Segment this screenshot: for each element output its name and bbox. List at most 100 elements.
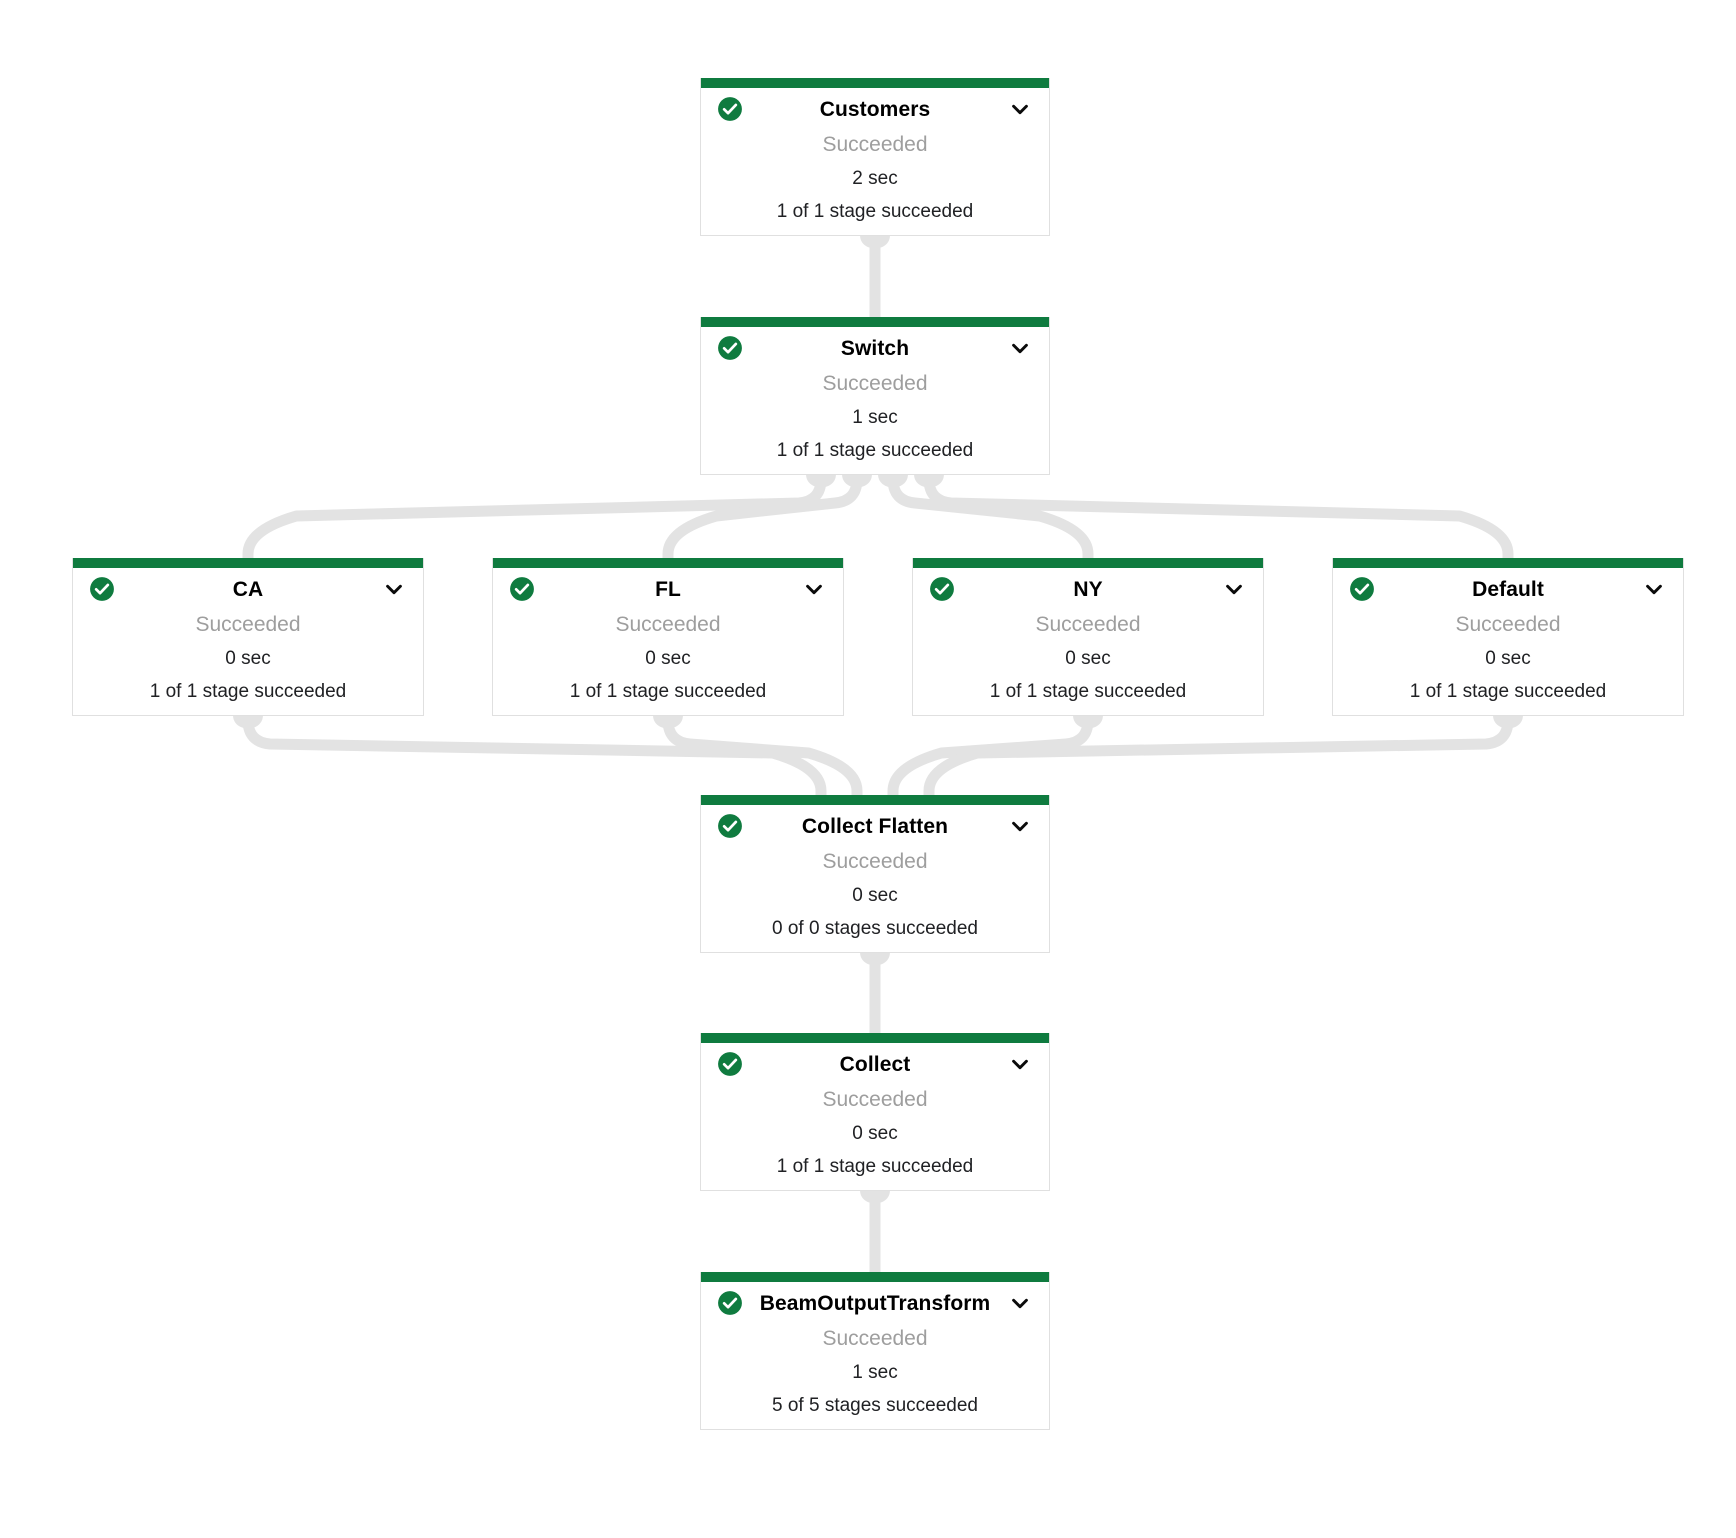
edge-connector-cap	[1073, 715, 1103, 729]
node-stages-text: 1 of 1 stage succeeded	[1409, 681, 1607, 702]
chevron-down-icon[interactable]	[383, 578, 405, 600]
node-status-text: Succeeded	[195, 613, 301, 636]
edge-switch-to-ca	[242, 473, 827, 560]
chevron-down-icon[interactable]	[1009, 98, 1031, 120]
node-duration-text: 0 sec	[1065, 648, 1111, 669]
node-status-bar	[1333, 558, 1683, 568]
node-duration-text: 0 sec	[852, 1123, 898, 1144]
edge-connector-cap	[233, 715, 263, 729]
node-status-text: Succeeded	[822, 1327, 928, 1350]
node-header: Switch	[701, 327, 1049, 369]
edge-switch-to-fl	[662, 473, 863, 560]
check-circle-icon	[509, 576, 535, 602]
node-status-bar	[73, 558, 423, 568]
pipeline-node-fl[interactable]: FL Succeeded 0 sec 1 of 1 stage succeeded	[492, 558, 844, 716]
node-title: Default	[1472, 577, 1544, 601]
node-status-text: Succeeded	[1035, 613, 1141, 636]
node-title: CA	[232, 577, 264, 601]
node-status-bar	[701, 78, 1049, 88]
node-header: Collect	[701, 1043, 1049, 1085]
check-circle-icon	[717, 335, 743, 361]
node-status-text: Succeeded	[822, 850, 928, 873]
node-title: Switch	[840, 336, 910, 360]
node-status-text: Succeeded	[615, 613, 721, 636]
edge-fl-to-collect-flatten	[662, 714, 863, 797]
check-circle-icon	[929, 576, 955, 602]
node-title: FL	[655, 577, 681, 601]
node-stages-text: 1 of 1 stage succeeded	[569, 681, 767, 702]
node-status-text: Succeeded	[822, 372, 928, 395]
node-status-bar	[701, 1033, 1049, 1043]
edge-switch-to-default	[923, 473, 1514, 560]
edge-connector-cap	[860, 952, 890, 966]
node-duration-text: 0 sec	[645, 648, 691, 669]
chevron-down-icon[interactable]	[1009, 1292, 1031, 1314]
chevron-down-icon[interactable]	[1643, 578, 1665, 600]
edge-connector-cap	[806, 474, 836, 488]
node-stages-text: 1 of 1 stage succeeded	[149, 681, 347, 702]
chevron-down-icon[interactable]	[1009, 815, 1031, 837]
pipeline-node-ca[interactable]: CA Succeeded 0 sec 1 of 1 stage succeeded	[72, 558, 424, 716]
chevron-down-icon[interactable]	[803, 578, 825, 600]
check-circle-icon	[717, 813, 743, 839]
edge-ca-to-collect-flatten	[242, 714, 827, 797]
edge-ny-to-collect-flatten	[887, 714, 1094, 797]
node-title: Collect Flatten	[801, 814, 949, 838]
chevron-down-icon[interactable]	[1009, 337, 1031, 359]
node-duration-text: 1 sec	[852, 1362, 898, 1383]
node-header: Default	[1333, 568, 1683, 610]
node-header: NY	[913, 568, 1263, 610]
node-header: BeamOutputTransform	[701, 1282, 1049, 1324]
edge-connector-cap	[653, 715, 683, 729]
node-status-bar	[913, 558, 1263, 568]
node-stages-text: 0 of 0 stages succeeded	[772, 918, 978, 939]
node-title: BeamOutputTransform	[759, 1291, 991, 1315]
check-circle-icon	[717, 1290, 743, 1316]
edge-connector-cap	[878, 474, 908, 488]
node-title: Collect	[839, 1052, 911, 1076]
edge-connector-cap	[1493, 715, 1523, 729]
node-status-bar	[701, 317, 1049, 327]
edge-switch-to-ny	[887, 473, 1094, 560]
node-duration-text: 0 sec	[1485, 648, 1531, 669]
check-circle-icon	[89, 576, 115, 602]
node-header: FL	[493, 568, 843, 610]
node-header: Customers	[701, 88, 1049, 130]
node-header: CA	[73, 568, 423, 610]
node-stages-text: 1 of 1 stage succeeded	[776, 440, 974, 461]
node-duration-text: 0 sec	[852, 885, 898, 906]
node-title: NY	[1073, 577, 1103, 601]
node-title: Customers	[819, 97, 931, 121]
check-circle-icon	[1349, 576, 1375, 602]
chevron-down-icon[interactable]	[1223, 578, 1245, 600]
edge-default-to-collect-flatten	[923, 714, 1514, 797]
node-duration-text: 0 sec	[225, 648, 271, 669]
node-duration-text: 1 sec	[852, 407, 898, 428]
edge-connector-cap	[842, 474, 872, 488]
node-stages-text: 1 of 1 stage succeeded	[989, 681, 1187, 702]
node-status-bar	[493, 558, 843, 568]
edge-connector-cap	[860, 235, 890, 249]
node-status-text: Succeeded	[822, 133, 928, 156]
chevron-down-icon[interactable]	[1009, 1053, 1031, 1075]
check-circle-icon	[717, 96, 743, 122]
node-stages-text: 5 of 5 stages succeeded	[772, 1395, 978, 1416]
pipeline-node-ny[interactable]: NY Succeeded 0 sec 1 of 1 stage succeeded	[912, 558, 1264, 716]
edge-connector-cap	[860, 1190, 890, 1204]
edge-connector-cap	[914, 474, 944, 488]
node-header: Collect Flatten	[701, 805, 1049, 847]
check-circle-icon	[717, 1051, 743, 1077]
node-stages-text: 1 of 1 stage succeeded	[776, 201, 974, 222]
node-status-text: Succeeded	[822, 1088, 928, 1111]
node-duration-text: 2 sec	[852, 168, 898, 189]
node-stages-text: 1 of 1 stage succeeded	[776, 1156, 974, 1177]
node-status-bar	[701, 1272, 1049, 1282]
node-status-bar	[701, 795, 1049, 805]
